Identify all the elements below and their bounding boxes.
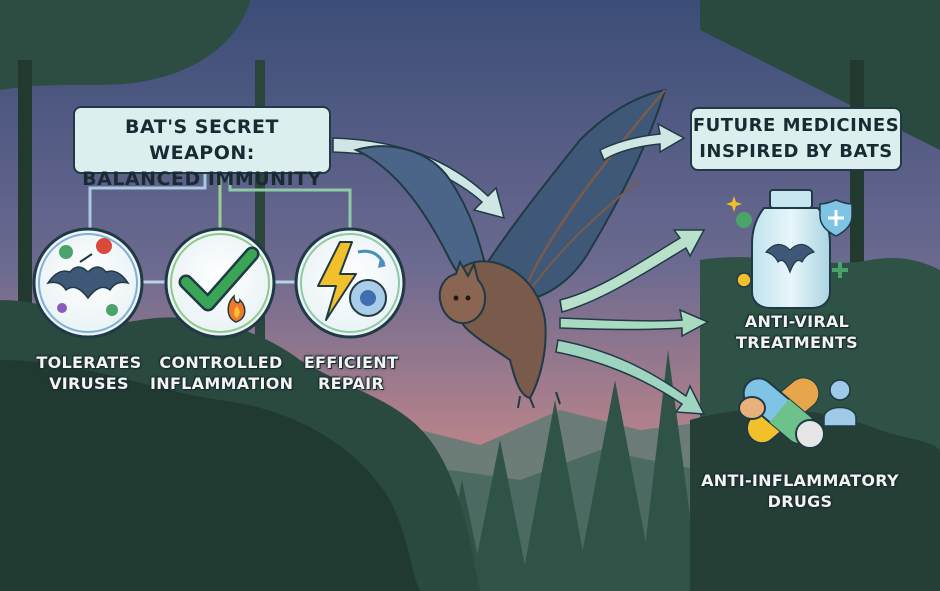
pills-icon xyxy=(738,377,857,449)
right-title-line2: INSPIRED BY BATS xyxy=(699,141,893,162)
arrow-to-middle xyxy=(559,308,710,338)
trait-line2: VIRUSES xyxy=(49,374,129,393)
label-anti-inflammatory: ANTI-INFLAMMATORY DRUGS xyxy=(700,470,900,512)
trait-line2: INFLAMMATION xyxy=(150,374,294,393)
vaccine-bottle-icon xyxy=(726,189,853,309)
trait-line1: CONTROLLED xyxy=(159,353,283,372)
left-title-line2: BALANCED IMMUNITY xyxy=(82,168,322,190)
right-title-box: FUTURE MEDICINES INSPIRED BY BATS xyxy=(690,107,902,171)
trait-line1: TOLERATES xyxy=(36,353,142,372)
left-title-box: BAT'S SECRET WEAPON: BALANCED IMMUNITY xyxy=(73,106,331,190)
arrow-to-title xyxy=(599,122,686,162)
tolerates-viruses-icon xyxy=(32,227,144,339)
outcome-line2: TREATMENTS xyxy=(736,333,858,352)
right-title-line1: FUTURE MEDICINES xyxy=(692,115,900,136)
label-anti-viral: ANTI-VIRAL TREATMENTS xyxy=(722,311,872,353)
outcome-line2: DRUGS xyxy=(767,492,833,511)
controlled-inflammation-icon xyxy=(164,227,276,339)
trait-line1: EFFICIENT xyxy=(303,353,399,372)
right-arrows xyxy=(555,122,710,415)
outcome-line1: ANTI-VIRAL xyxy=(744,312,850,331)
left-title-line1: BAT'S SECRET WEAPON: xyxy=(125,116,279,164)
arrow-to-antiviral xyxy=(559,229,706,313)
label-tolerates-viruses: TOLERATES VIRUSES xyxy=(22,352,156,394)
efficient-repair-icon xyxy=(294,227,406,339)
bat-head xyxy=(438,259,486,325)
label-controlled-inflammation: CONTROLLED INFLAMMATION xyxy=(150,352,294,394)
outcome-line1: ANTI-INFLAMMATORY xyxy=(701,471,899,490)
left-forest xyxy=(0,0,480,591)
label-efficient-repair: EFFICIENT REPAIR xyxy=(290,352,412,394)
trait-line2: REPAIR xyxy=(318,374,384,393)
arrow-to-antiinflammatory xyxy=(555,339,706,415)
